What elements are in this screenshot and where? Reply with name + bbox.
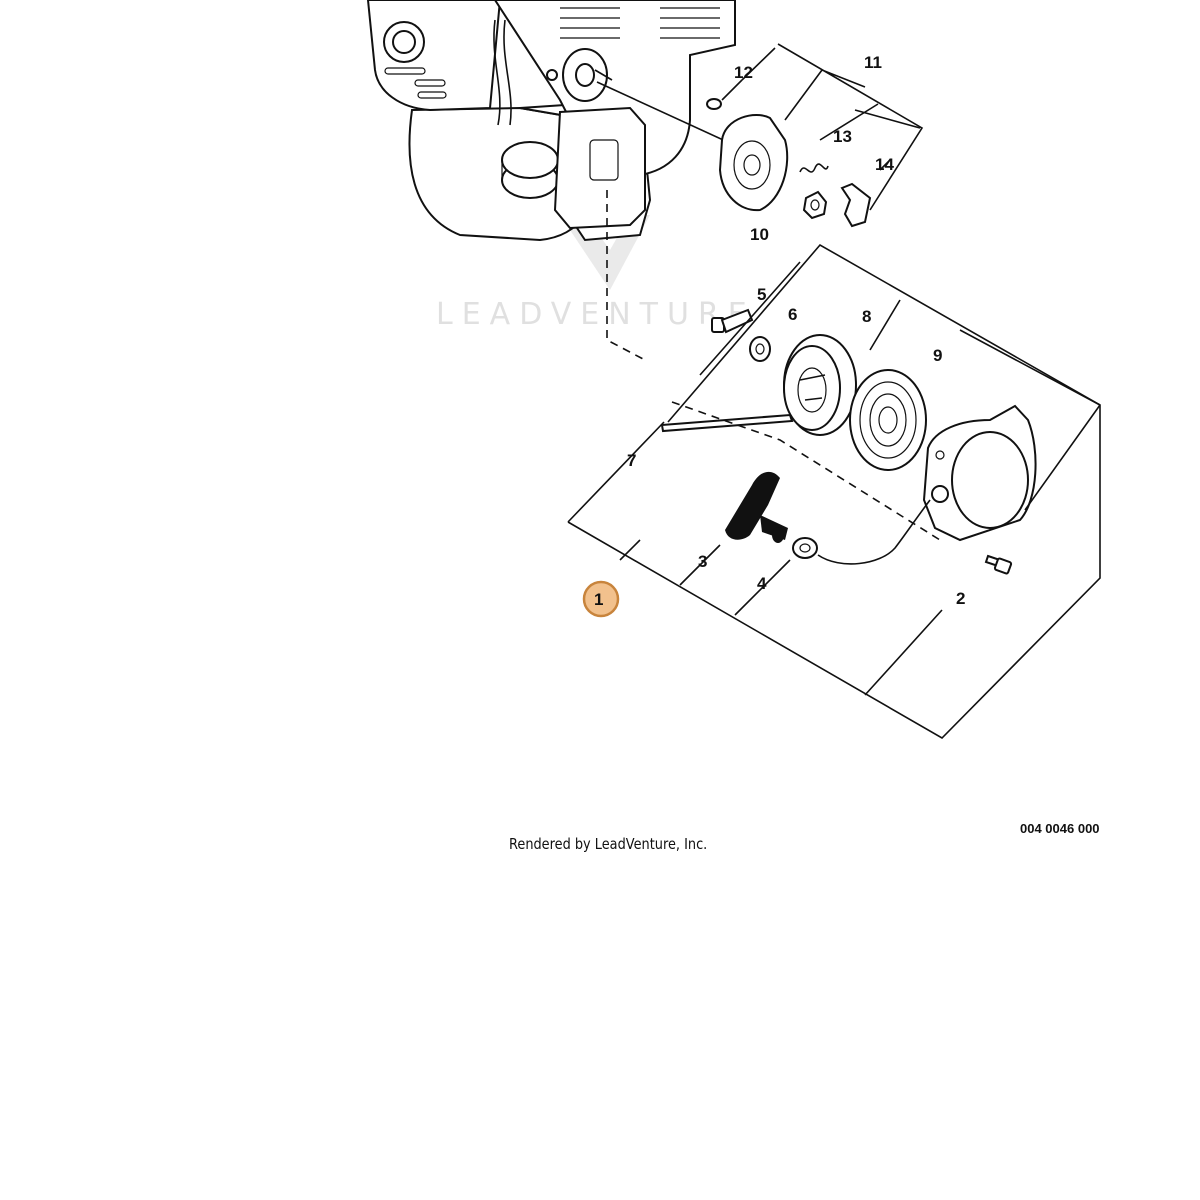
cooling-fins — [560, 7, 720, 39]
alignment-line-shaft — [596, 81, 746, 151]
part-9-rewind-spring — [849, 369, 927, 471]
callout-1-highlight-label[interactable]: 1 — [594, 590, 603, 609]
callout-3: 3 — [698, 552, 707, 571]
callout-12: 12 — [734, 63, 753, 82]
callout-10: 10 — [750, 225, 769, 244]
part-7-starter-rope — [660, 413, 794, 433]
fuel-cap — [501, 141, 559, 199]
part-2-fan-housing — [922, 404, 1037, 542]
part-8-rope-rotor — [783, 334, 857, 436]
alignment-line-rope — [671, 401, 941, 541]
callout-1-highlight[interactable] — [582, 580, 620, 618]
vent-slots — [384, 67, 447, 99]
bracket-1 — [567, 243, 1101, 740]
callout-14: 14 — [875, 155, 894, 174]
rope-path — [817, 499, 931, 565]
watermark-text: LEADVENTURE — [436, 297, 756, 332]
callouts: 1 2 3 4 5 6 7 8 9 10 11 12 13 14 — [627, 53, 965, 608]
part-13-spring — [799, 163, 829, 173]
callout-11: 11 — [864, 53, 882, 72]
part-3-starter-grip — [725, 471, 788, 543]
callout-9: 9 — [933, 346, 942, 365]
drawing-number: 004 0046 000 — [1020, 821, 1100, 836]
callout-7: 7 — [627, 451, 636, 470]
part-6-washer — [749, 336, 771, 362]
render-credit: Rendered by LeadVenture, Inc. — [509, 835, 708, 853]
choke-knob — [383, 21, 425, 63]
part-11-pawl-carrier — [718, 114, 789, 212]
callout-6: 6 — [788, 305, 797, 324]
part-12-circlip — [706, 98, 722, 110]
part-10-nut — [802, 190, 828, 220]
callout-8: 8 — [862, 307, 871, 326]
callout-5: 5 — [757, 285, 766, 304]
alignment-line-starter — [606, 190, 646, 361]
part-5-screw — [711, 308, 754, 334]
bracket-11 — [777, 43, 924, 211]
callout-13: 13 — [833, 127, 852, 146]
part-4-rope-bushing — [792, 537, 818, 559]
part-14-pawl — [840, 182, 872, 228]
callout-4: 4 — [757, 574, 767, 593]
part-2-screw — [984, 554, 1013, 575]
callout-2: 2 — [956, 589, 965, 608]
engine-housing — [366, 0, 736, 242]
crankshaft — [562, 48, 613, 102]
